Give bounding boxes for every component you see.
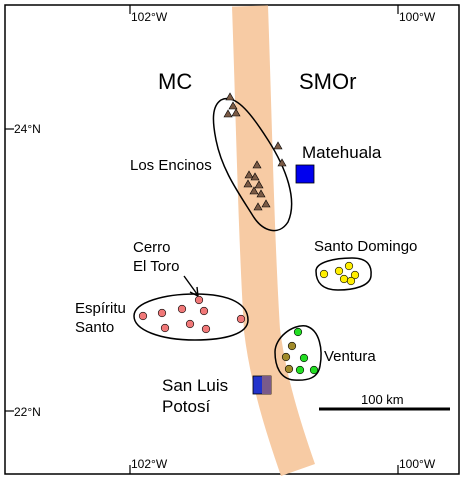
lat-label-south: 22°N [14, 405, 41, 419]
lon-label-top-west: 102°W [131, 10, 168, 24]
san-luis-potosi-label-line1: San Luis [162, 376, 228, 395]
triangle-marker [225, 92, 235, 101]
sample-dot [287, 341, 297, 351]
san-luis-potosi-square-overlay [262, 376, 271, 394]
espiritu-santo-dots [138, 295, 246, 334]
cerro-el-toro-label-line2: El Toro [133, 258, 179, 275]
sample-dot [177, 304, 187, 314]
sample-dot [309, 365, 319, 375]
belt-band [232, 5, 315, 476]
sample-dot [350, 270, 360, 280]
scale-bar-label: 100 km [361, 392, 404, 407]
sample-dot [344, 261, 354, 271]
sample-dot [236, 314, 246, 324]
sample-dot [339, 274, 349, 284]
ventura-label: Ventura [324, 348, 376, 365]
sample-dot [201, 324, 211, 334]
espiritu-santo-label-line1: Espíritu [75, 300, 126, 317]
cerro-el-toro-label-line1: Cerro [133, 239, 171, 256]
san-luis-potosi-label-line2: Potosí [162, 397, 210, 416]
triangle-marker [254, 180, 264, 189]
triangle-marker [228, 101, 238, 110]
triangle-marker [253, 202, 263, 211]
sample-dot [346, 276, 356, 286]
sample-dot [194, 295, 204, 305]
lon-label-bottom-west: 102°W [131, 457, 168, 471]
santo-domingo-outline [315, 257, 372, 291]
triangle-marker [261, 199, 271, 208]
map-frame [4, 4, 460, 475]
sample-dot [160, 323, 170, 333]
region-label-mc: MC [158, 69, 192, 94]
triangle-marker [243, 179, 253, 188]
triangle-marker [249, 186, 259, 195]
espiritu-santo-outline [133, 293, 249, 341]
sample-dot [319, 269, 329, 279]
sample-dot [295, 365, 305, 375]
santo-domingo-dots [319, 261, 360, 286]
sample-dot [199, 306, 209, 316]
ventura-dots [281, 327, 319, 375]
sample-dot [138, 311, 148, 321]
graticule-ticks [5, 5, 399, 474]
santo-domingo-label: Santo Domingo [314, 238, 417, 255]
triangle-marker [273, 141, 283, 150]
matehuala-label: Matehuala [302, 143, 382, 162]
sample-dot [185, 319, 195, 329]
triangle-marker [256, 189, 266, 198]
lon-label-top-east: 100°W [399, 10, 436, 24]
ventura-outline [274, 325, 322, 381]
los-encinos-triangles [223, 92, 287, 211]
triangle-marker [250, 172, 260, 181]
sample-dot [293, 327, 303, 337]
sample-dot [334, 266, 344, 276]
triangle-marker [223, 109, 233, 118]
los-encinos-outline [212, 97, 293, 232]
sample-dot [157, 308, 167, 318]
matehuala-square [295, 164, 315, 184]
triangle-marker [252, 160, 262, 169]
triangle-marker [277, 158, 287, 167]
sample-dot [281, 352, 291, 362]
sample-dot [284, 364, 294, 374]
region-label-smor: SMOr [299, 69, 356, 94]
los-encinos-label: Los Encinos [130, 157, 212, 174]
lon-label-bottom-east: 100°W [399, 457, 436, 471]
espiritu-santo-label-line2: Santo [75, 319, 114, 336]
triangle-marker [244, 170, 254, 179]
sample-dot [299, 353, 309, 363]
lat-label-north: 24°N [14, 122, 41, 136]
triangle-marker [231, 108, 241, 117]
